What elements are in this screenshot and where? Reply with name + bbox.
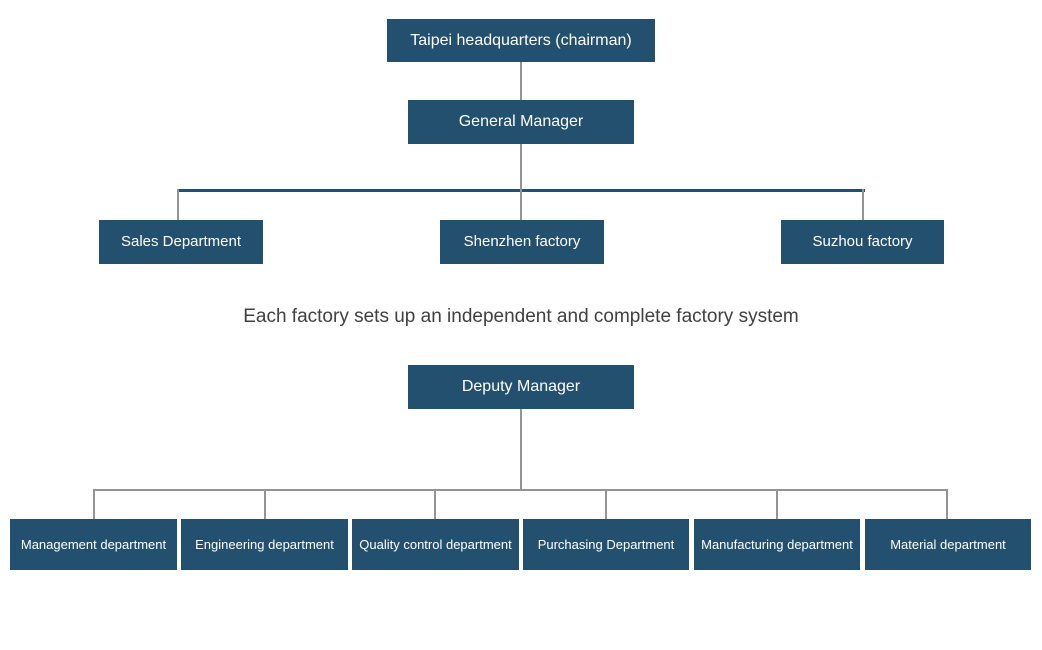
node-suzhou-factory[interactable]: Suzhou factory xyxy=(781,220,944,264)
connector-headquarters-to-general-manager xyxy=(520,62,522,100)
connector-deputy-manager-horizontal-bus xyxy=(94,489,948,491)
node-sales-department[interactable]: Sales Department xyxy=(99,220,263,264)
node-headquarters[interactable]: Taipei headquarters (chairman) xyxy=(387,19,655,62)
node-engineering-department[interactable]: Engineering department xyxy=(181,519,348,570)
connector-drop-management-department xyxy=(93,489,95,519)
connector-drop-purchasing-department xyxy=(605,489,607,519)
node-shenzhen-factory[interactable]: Shenzhen factory xyxy=(440,220,604,264)
node-deputy-manager[interactable]: Deputy Manager xyxy=(408,365,634,409)
node-suzhou-factory-label: Suzhou factory xyxy=(812,233,913,251)
connector-deputy-manager-drop xyxy=(520,409,522,490)
node-material-department[interactable]: Material department xyxy=(865,519,1031,570)
node-sales-department-label: Sales Department xyxy=(120,233,242,251)
node-shenzhen-factory-label: Shenzhen factory xyxy=(463,233,581,251)
node-management-department[interactable]: Management department xyxy=(10,519,177,570)
node-headquarters-label: Taipei headquarters (chairman) xyxy=(410,31,632,49)
node-quality-control-department[interactable]: Quality control department xyxy=(352,519,519,570)
node-management-department-label: Management department xyxy=(20,536,167,552)
connector-general-manager-drop xyxy=(520,144,522,191)
node-purchasing-department-label: Purchasing Department xyxy=(537,536,675,552)
connector-drop-material-department xyxy=(946,489,948,519)
connector-drop-shenzhen-factory xyxy=(520,189,522,220)
connector-drop-quality-control-department xyxy=(434,489,436,519)
node-material-department-label: Material department xyxy=(890,536,1006,552)
node-general-manager-label: General Manager xyxy=(458,113,584,131)
connector-drop-engineering-department xyxy=(264,489,266,519)
node-general-manager[interactable]: General Manager xyxy=(408,100,634,144)
node-engineering-department-label: Engineering department xyxy=(195,536,334,552)
connector-drop-manufacturing-department xyxy=(776,489,778,519)
connector-drop-sales-department xyxy=(177,189,179,220)
connector-drop-suzhou-factory xyxy=(862,189,864,220)
node-deputy-manager-label: Deputy Manager xyxy=(461,378,581,396)
node-manufacturing-department[interactable]: Manufacturing department xyxy=(694,519,860,570)
node-quality-control-department-label: Quality control department xyxy=(359,536,512,552)
caption-factory-system: Each factory sets up an independent and … xyxy=(243,306,799,327)
node-purchasing-department[interactable]: Purchasing Department xyxy=(523,519,689,570)
node-manufacturing-department-label: Manufacturing department xyxy=(701,536,853,552)
